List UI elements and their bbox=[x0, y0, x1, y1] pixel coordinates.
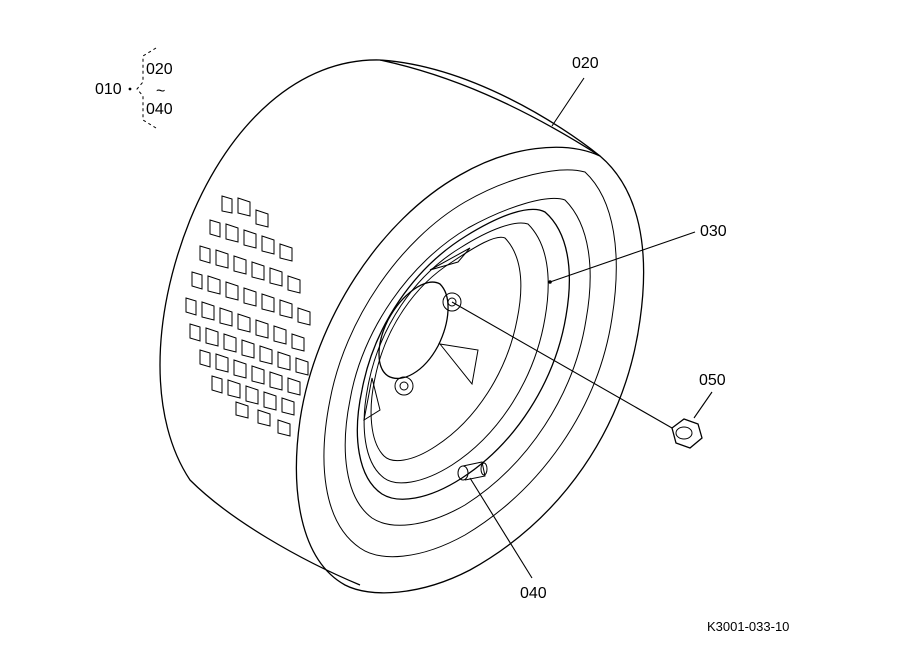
callout-rim: 030 bbox=[700, 223, 727, 240]
lug-nut bbox=[671, 418, 703, 449]
callout-valve: 040 bbox=[520, 585, 547, 602]
assembly-reference: 010 020 ~ 040 bbox=[95, 47, 173, 129]
tread-pattern bbox=[185, 195, 311, 437]
rim-well bbox=[370, 236, 522, 462]
disc-cutout-left bbox=[363, 377, 381, 422]
callout-tire: 020 bbox=[572, 55, 599, 72]
leader-rim-dot bbox=[548, 280, 552, 284]
assembly-number: 010 bbox=[95, 81, 122, 98]
leader-nut-stud bbox=[451, 301, 673, 429]
assembly-bracket bbox=[136, 47, 157, 129]
rim-drawing bbox=[356, 208, 571, 500]
assembly-range-separator: ~ bbox=[156, 83, 165, 100]
tire-back-outline bbox=[159, 59, 601, 586]
assembly-dot bbox=[128, 87, 132, 91]
tire-top-edge bbox=[379, 59, 601, 157]
stud-hole-upper bbox=[442, 292, 462, 312]
rim-flange-outer bbox=[356, 208, 571, 500]
disc-cutout-top bbox=[429, 247, 471, 271]
stud-hole-lower-inner bbox=[399, 381, 409, 391]
disc-cutout-right bbox=[438, 343, 479, 386]
tire-front-outer bbox=[295, 146, 645, 594]
assembly-range-to: 040 bbox=[146, 101, 173, 118]
leader-lines bbox=[451, 77, 713, 579]
leader-rim bbox=[549, 231, 696, 283]
stud-hole-upper-inner bbox=[447, 297, 457, 307]
stud-hole-lower bbox=[394, 376, 414, 396]
tire-drawing bbox=[159, 59, 645, 594]
tire-front-shoulder bbox=[323, 169, 617, 558]
drawing-code: K3001-033-10 bbox=[707, 619, 789, 634]
leader-nut bbox=[693, 391, 713, 419]
callout-nut: 050 bbox=[699, 372, 726, 389]
leader-valve bbox=[469, 477, 533, 579]
valve-stem bbox=[457, 461, 488, 481]
assembly-range-from: 020 bbox=[146, 61, 173, 78]
leader-tire bbox=[551, 77, 585, 127]
hub-opening bbox=[378, 281, 449, 380]
rim-flange-inner bbox=[363, 222, 549, 484]
tire-bead bbox=[344, 197, 591, 526]
